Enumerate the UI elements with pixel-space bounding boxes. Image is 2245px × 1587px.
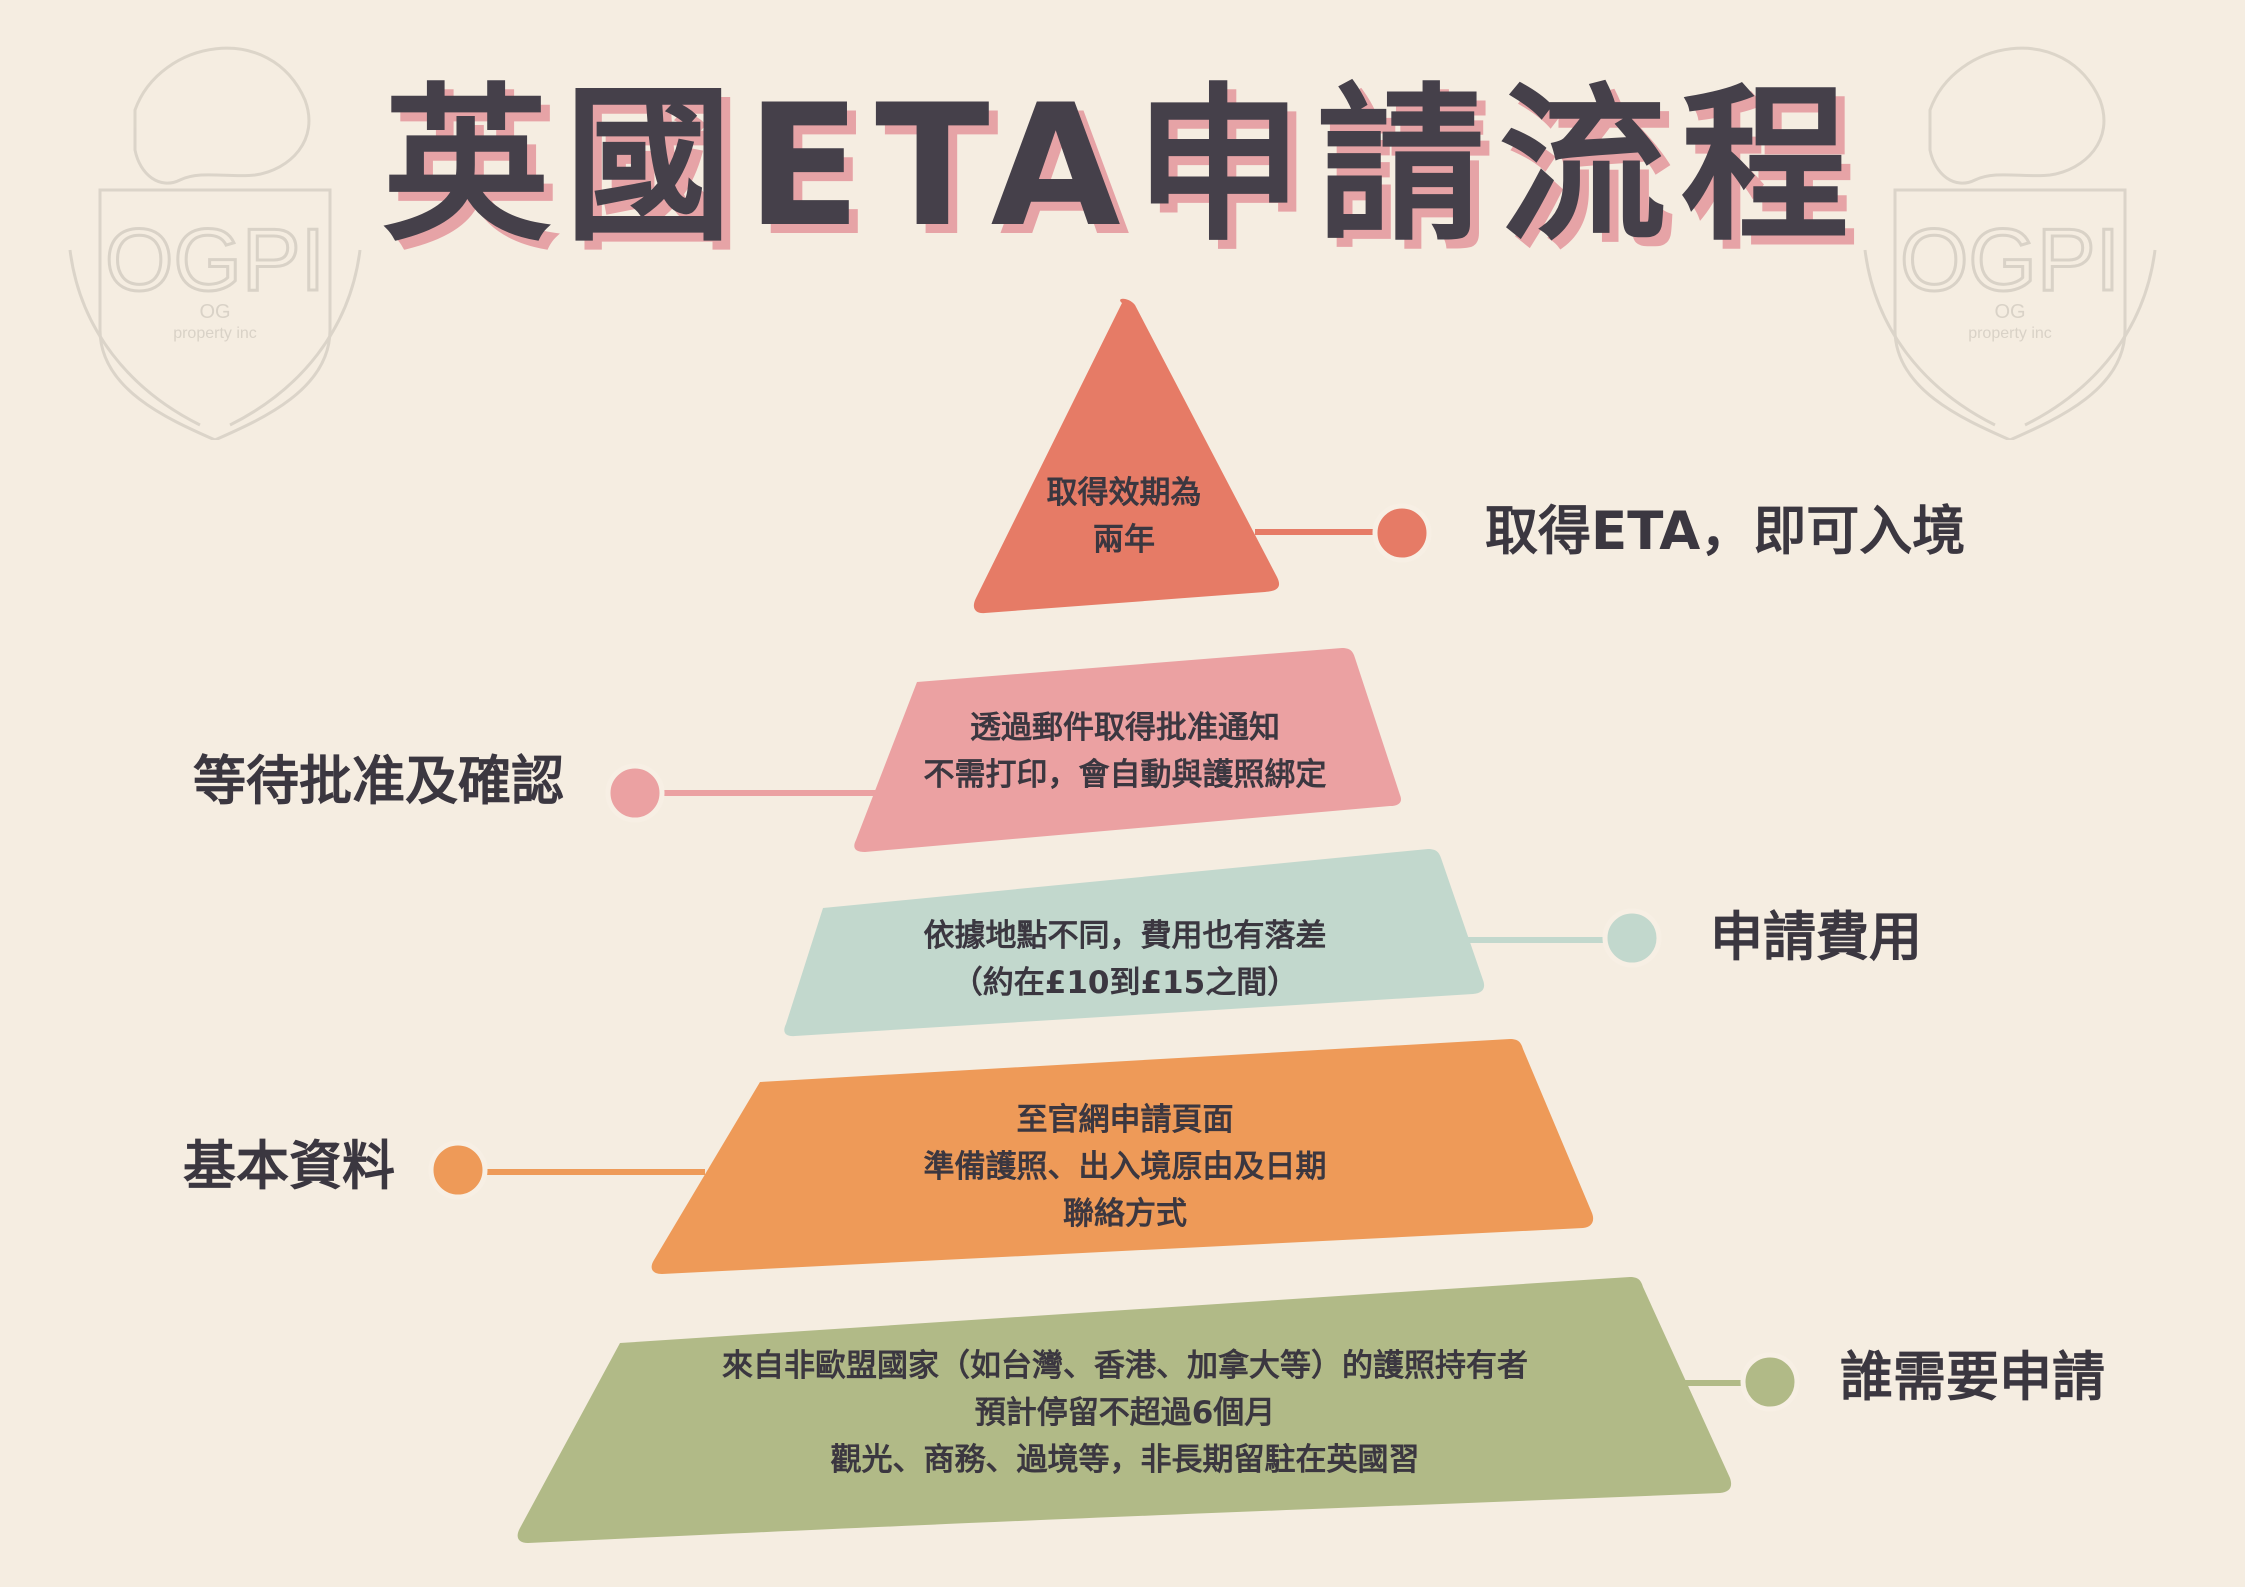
layer-text-line: 聯絡方式 [1063, 1196, 1187, 1232]
layer-text-second: 透過郵件取得批准通知 不需打印，會自動與護照綁定 [880, 705, 1370, 799]
layer-text-bottom: 來自非歐盟國家（如台灣、香港、加拿大等）的護照持有者 預計停留不超過6個月 觀光… [675, 1343, 1575, 1484]
layer-text-line: 兩年 [1093, 522, 1155, 558]
watermark-sub1-left: OG [199, 301, 230, 323]
connector-dot-fourth [428, 1140, 488, 1200]
layer-text-line: （約在£10到£15之間） [951, 965, 1299, 1001]
page-title: 英國ETA申請流程 [382, 68, 1863, 264]
layer-text-third: 依據地點不同，費用也有落差 （約在£10到£15之間） [860, 913, 1390, 1007]
pyramid-layer-fourth [651, 1039, 1594, 1274]
layer-text-line: 透過郵件取得批准通知 [970, 710, 1280, 746]
connector-dot-second [605, 763, 665, 823]
connector-dot-bottom [1740, 1352, 1800, 1412]
layer-text-line: 預計停留不超過6個月 [974, 1395, 1276, 1431]
connector-dot-top [1372, 503, 1432, 563]
layer-text-fourth: 至官網申請頁面 準備護照、出入境原由及日期 聯絡方式 [850, 1097, 1400, 1238]
layer-text-line: 依據地點不同，費用也有落差 [923, 918, 1327, 954]
watermark-sub1-right: OG [1994, 301, 2025, 323]
watermark-brand-right: OGPI [1900, 210, 2120, 309]
layer-text-top: 取得效期為 兩年 [1024, 470, 1224, 564]
pyramid-layer-second [854, 648, 1401, 852]
pyramid-layer-top [973, 298, 1280, 614]
layer-text-line: 至官網申請頁面 [1016, 1102, 1234, 1138]
connector-dot-third [1602, 908, 1662, 968]
layer-text-line: 觀光、商務、過境等，非長期留駐在英國習 [830, 1442, 1420, 1478]
pyramid-layer-third [784, 849, 1485, 1037]
step-label-fourth: 基本資料 [183, 1136, 395, 1197]
watermark-crest-right: OGPI OG property inc [1863, 46, 2157, 440]
watermark-sub2-right: property inc [1968, 325, 2052, 342]
step-label-second: 等待批准及確認 [193, 751, 564, 812]
layer-text-line: 取得效期為 [1046, 475, 1202, 511]
watermark-brand-left: OGPI [105, 210, 325, 309]
layer-text-line: 準備護照、出入境原由及日期 [923, 1149, 1327, 1185]
watermark-sub2-left: property inc [173, 325, 257, 342]
step-label-third: 申請費用 [1710, 907, 1922, 968]
watermark-crest-left: OGPI OG property inc [68, 46, 362, 440]
layer-text-line: 不需打印，會自動與護照綁定 [923, 757, 1327, 793]
step-label-top: 取得ETA，即可入境 [1485, 501, 1966, 562]
pyramid-layer-bottom [517, 1277, 1732, 1543]
step-label-bottom: 誰需要申請 [1840, 1347, 2105, 1408]
layer-text-line: 來自非歐盟國家（如台灣、香港、加拿大等）的護照持有者 [722, 1348, 1528, 1384]
